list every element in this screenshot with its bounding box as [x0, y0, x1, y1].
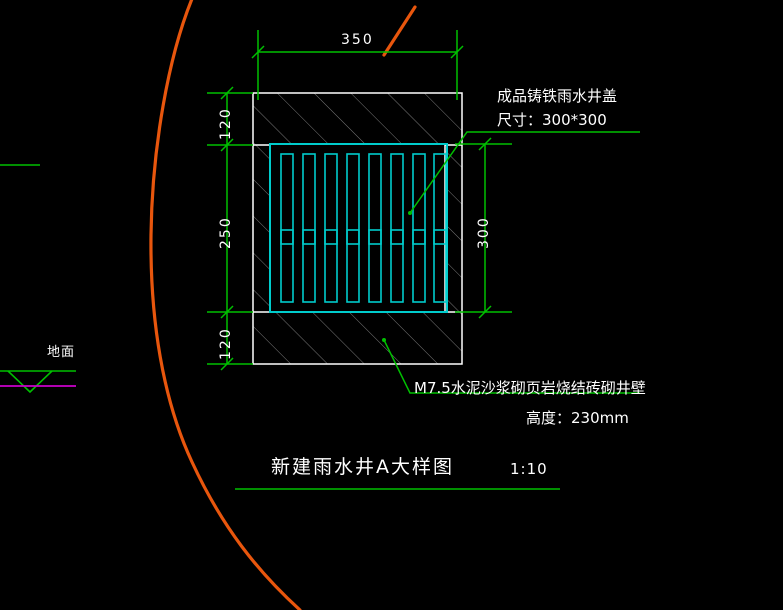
- leader-cover-annotation: [408, 131, 640, 215]
- orange-pipe-curve: [149, 0, 417, 610]
- annotation-wall-line1: M7.5水泥沙浆砌页岩烧结砖砌井壁: [414, 379, 646, 397]
- drawing-scale: 1:10: [510, 460, 548, 478]
- annotation-cover-line1: 成品铸铁雨水井盖: [497, 87, 618, 105]
- cast-iron-grate: [269, 143, 448, 313]
- dimension-label-lower-wall: 120: [218, 327, 234, 360]
- leader-wall-annotation: [382, 338, 640, 394]
- dimension-label-top-width: 350: [341, 32, 374, 48]
- dimension-label-upper-wall: 120: [218, 107, 234, 140]
- annotation-cover-line2: 尺寸：300*300: [497, 111, 607, 129]
- dimension-label-grate-opening: 250: [218, 216, 234, 249]
- dimension-label-inner-depth: 300: [476, 216, 492, 249]
- ground-level-symbol: [0, 164, 76, 394]
- annotation-ground-label: 地面: [47, 345, 76, 360]
- dimension-top-350: [251, 30, 464, 100]
- grate-slots-lower-row: [280, 229, 447, 303]
- drawing-title: 新建雨水井A大样图: [271, 456, 454, 478]
- dimension-right-300: [455, 137, 512, 319]
- well-wall-hatch: [253, 93, 462, 364]
- annotation-wall-line2: 高度：230mm: [526, 409, 629, 427]
- dimension-left-chain: [207, 86, 253, 371]
- grate-slots-upper-row: [280, 153, 447, 245]
